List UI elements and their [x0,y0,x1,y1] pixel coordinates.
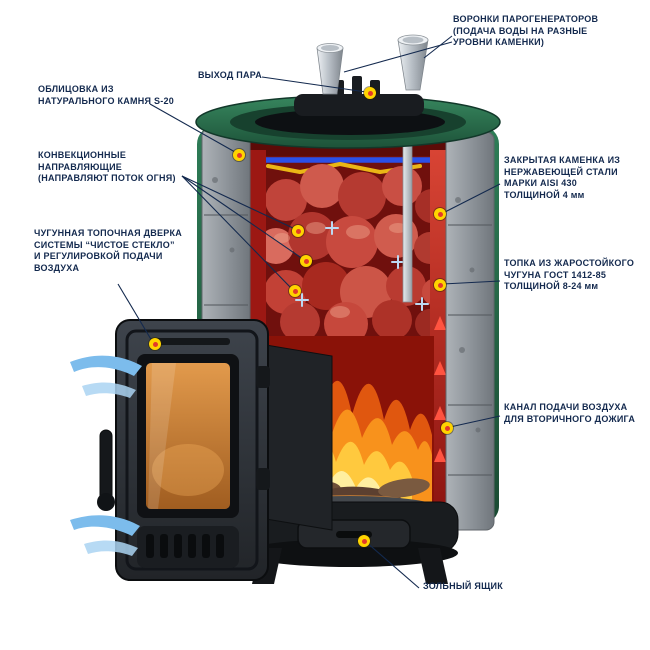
door-handle [97,429,115,511]
steam-funnels [316,34,429,95]
callout-marker [441,422,453,434]
label-firebox: ТОПКА ИЗ ЖАРОСТОЙКОГО ЧУГУНА ГОСТ 1412-8… [504,258,635,292]
air-flow-arrows [70,355,142,556]
furnace-door [97,319,270,581]
steam-accents [295,221,429,311]
label-cladding: ОБЛИЦОВКА ИЗ НАТУРАЛЬНОГО КАМНЯ S-20 [38,84,174,106]
callout-marker [292,225,304,237]
callout-marker [289,285,301,297]
label-air-channel: КАНАЛ ПОДАЧИ ВОЗДУХА ДЛЯ ВТОРИЧНОГО ДОЖИ… [504,402,636,424]
label-ash-box: ЗОЛЬНЫЙ ЯЩИК [423,581,503,591]
callout-marker [233,149,245,161]
label-steam-exit: ВЫХОД ПАРА [197,70,262,80]
label-steam-funnels: ВОРОНКИ ПАРОГЕНЕРАТОРОВ (ПОДАЧА ВОДЫ НА … [453,14,599,48]
callout-marker [434,208,446,220]
callout-marker [358,535,370,547]
callout-marker [149,338,161,350]
callout-marker [364,87,376,99]
secondary-air-arrows [434,316,446,462]
callout-marker [300,255,312,267]
label-door: ЧУГУННАЯ ТОПОЧНАЯ ДВЕРКА СИСТЕМЫ “ЧИСТОЕ… [34,228,183,274]
label-convection: КОНВЕКЦИОННЫЕ НАПРАВЛЯЮЩИЕ (НАПРАВЛЯЮТ П… [38,150,176,184]
callout-marker [434,279,446,291]
label-kamenka: ЗАКРЫТАЯ КАМЕНКА ИЗ НЕРЖАВЕЮЩЕЙ СТАЛИ МА… [504,155,621,201]
